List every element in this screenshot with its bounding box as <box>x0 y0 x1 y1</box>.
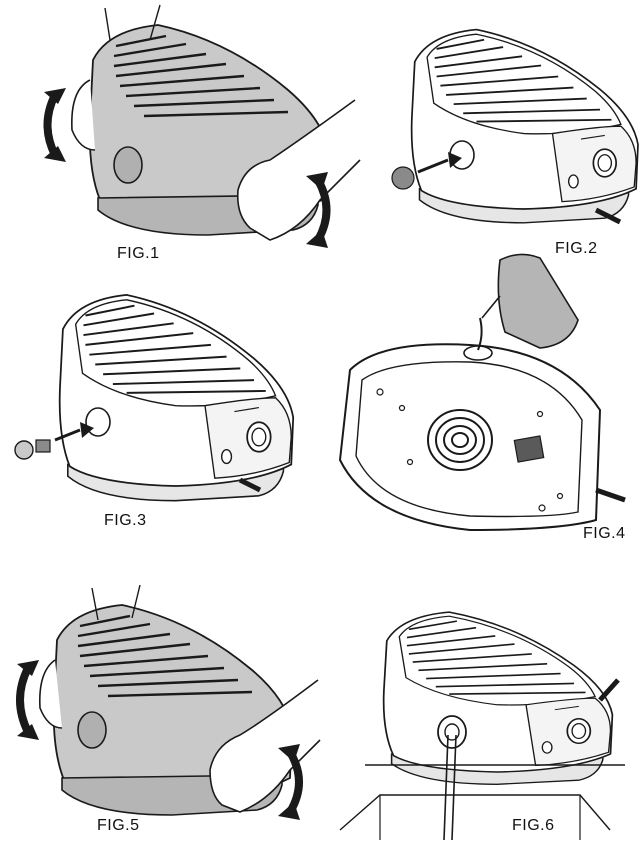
figure-5-caption: FIG.5 <box>97 817 140 834</box>
figure-6-caption: FIG.6 <box>512 817 555 834</box>
figure-2-illustration <box>391 28 639 225</box>
figure-1-caption: FIG.1 <box>117 245 160 262</box>
figure-2-caption: FIG.2 <box>555 240 598 257</box>
figure-3-illustration <box>14 293 295 502</box>
figure-4-caption: FIG.4 <box>583 525 626 542</box>
figure-6-illustration <box>339 611 625 841</box>
figure-3-caption: FIG.3 <box>104 512 147 529</box>
figure-5-illustration <box>16 584 321 820</box>
figure-1-illustration <box>43 4 361 248</box>
figure-4-illustration <box>338 253 626 532</box>
